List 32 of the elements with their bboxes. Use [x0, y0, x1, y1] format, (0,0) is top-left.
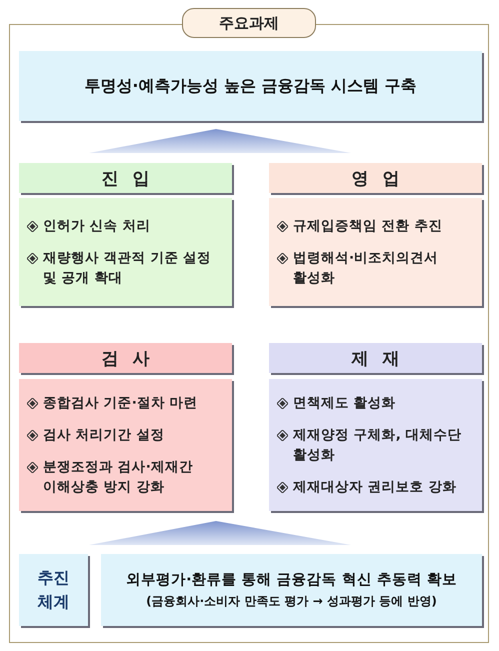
task-item: 재량행사 객관적 기준 설정 및 공개 확대: [43, 249, 212, 288]
category-header: [269, 163, 482, 193]
category-title: 진 입: [102, 168, 150, 190]
category-header: [19, 343, 232, 373]
wedge-shape: [89, 129, 351, 153]
task-item: 분쟁조정과 검사·제재간 이해상충 방지 강화: [43, 458, 194, 497]
item-panel: [269, 198, 482, 306]
wedge-shape: [89, 521, 351, 545]
task-item: 법령해석·비조치의견서 활성화: [293, 249, 440, 288]
banner-title: 투명성·예측가능성 높은 금융감독 시스템 구축: [84, 76, 417, 96]
banner-title: 외부평가·환류를 통해 금융감독 혁신 추동력 확보: [126, 571, 457, 589]
banner-box: [19, 51, 482, 121]
item-panel: [269, 379, 482, 511]
task-item: 종합검사 기준·절차 마련: [43, 394, 198, 413]
task-item: 검사 처리기간 설정: [43, 426, 164, 445]
banner-box: [101, 554, 482, 626]
task-item: 제재대상자 권리보호 강화: [293, 478, 456, 497]
banner-note: (금융회사·소비자 만족도 평가 → 성과평가 등에 반영): [146, 593, 437, 610]
item-panel: [19, 198, 232, 306]
category-header: [19, 163, 232, 193]
category-header: [269, 343, 482, 373]
side-label: 추진 체계: [36, 567, 70, 613]
task-item: 인허가 신속 처리: [43, 217, 150, 236]
label-panel: [19, 554, 88, 626]
category-title: 제 재: [352, 348, 400, 370]
category-title: 검 사: [102, 348, 150, 370]
task-item: 면책제도 활성화: [293, 394, 396, 413]
frame-heading: 주요과제: [182, 8, 316, 38]
task-item: 제재양정 구체화, 대체수단 활성화: [293, 426, 463, 465]
category-title: 영 업: [352, 168, 400, 190]
task-item: 규제입증책임 전환 추진: [293, 217, 442, 236]
item-panel: [19, 379, 232, 511]
